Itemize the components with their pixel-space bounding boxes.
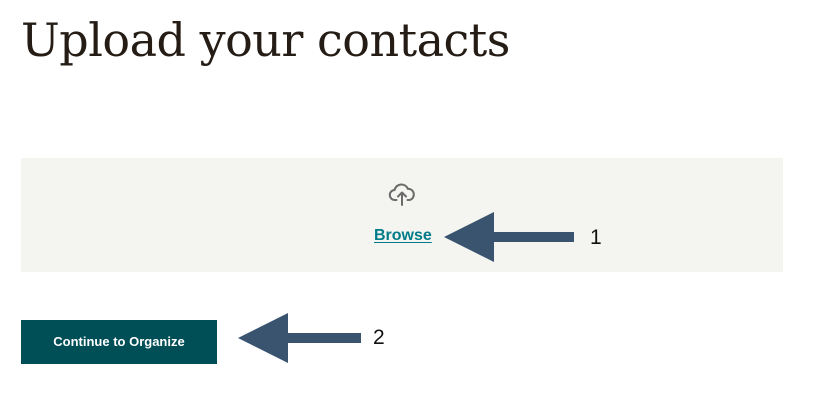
annotation-step-2: 2 — [373, 326, 385, 349]
continue-to-organize-button[interactable]: Continue to Organize — [21, 320, 217, 364]
annotation-step-1: 1 — [590, 226, 602, 249]
file-drop-zone[interactable] — [21, 158, 783, 272]
annotation-arrow-left — [238, 313, 361, 363]
cloud-upload-icon — [388, 183, 415, 206]
browse-link[interactable]: Browse — [374, 227, 432, 244]
page-title: Upload your contacts — [21, 13, 510, 67]
annotation-arrow-left — [444, 212, 574, 262]
